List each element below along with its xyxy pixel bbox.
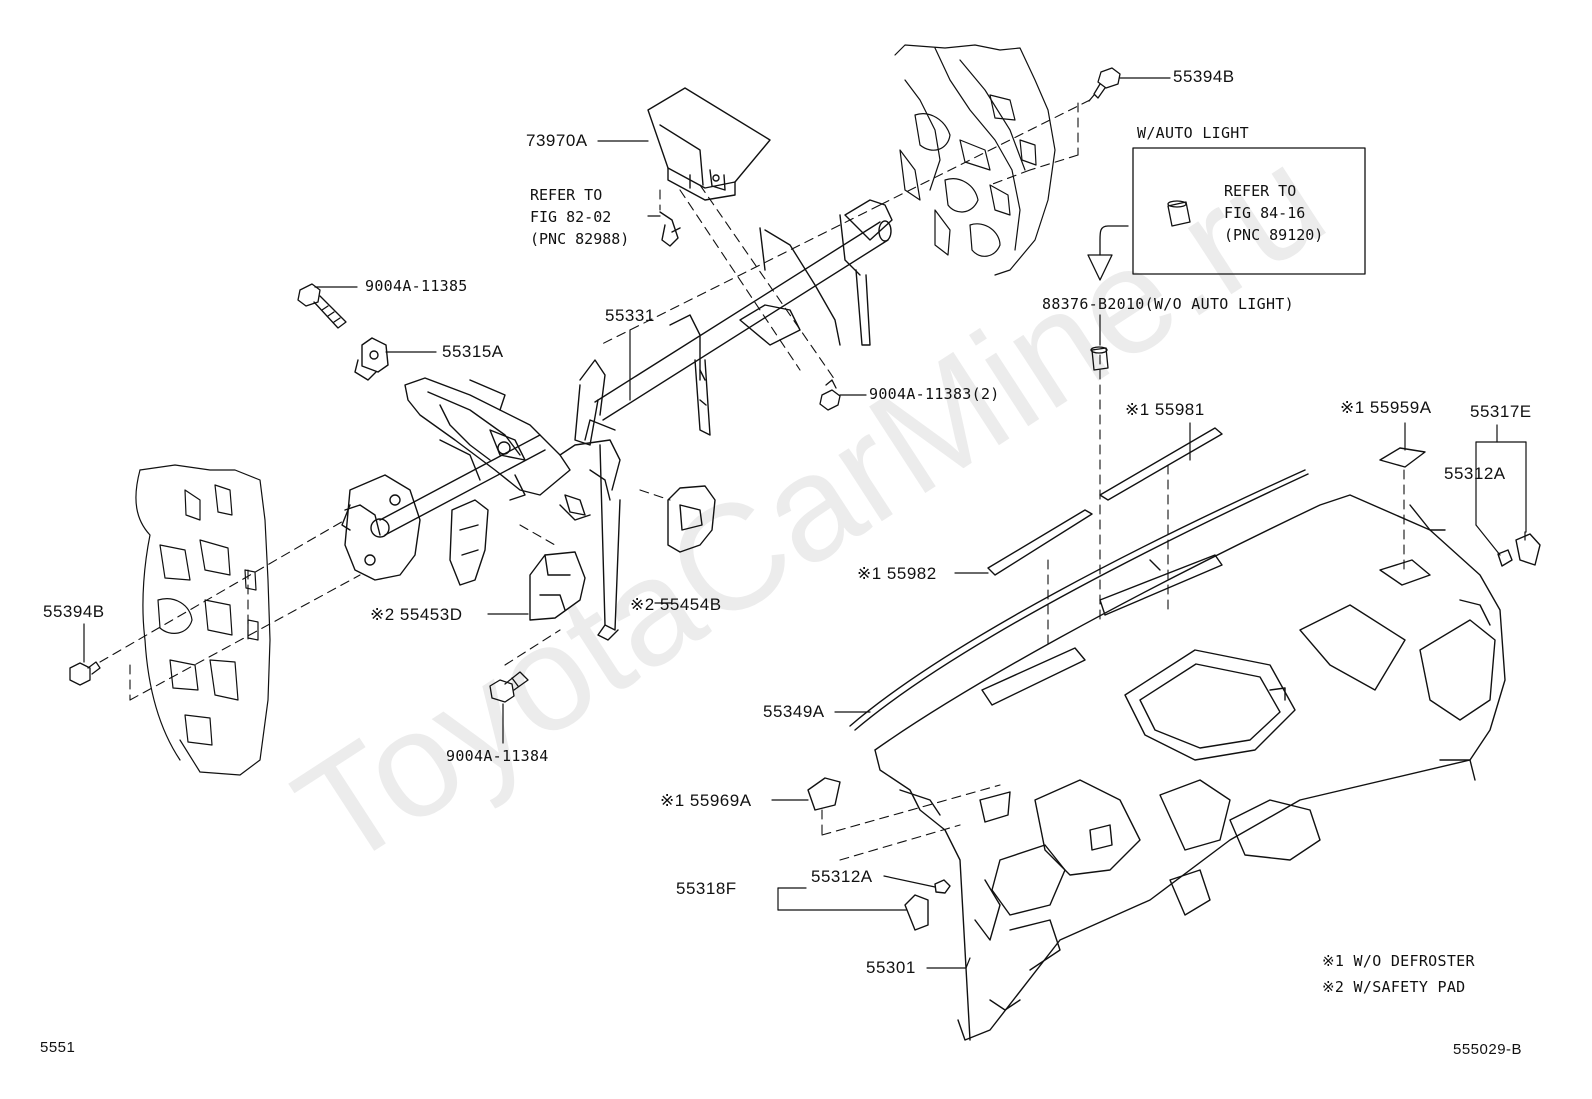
- body-panel-upper: [894, 44, 1056, 276]
- label-9004a-11385: 9004A-11385: [365, 277, 468, 295]
- inset-box-frame: [1132, 147, 1366, 275]
- label-55981: ※1 55981: [1125, 400, 1205, 419]
- inset-title: W/AUTO LIGHT: [1137, 124, 1249, 142]
- bolt-9004a-11385: [297, 283, 347, 329]
- label-55453d: ※2 55453D: [370, 605, 463, 624]
- steering-support-bracket: [404, 377, 621, 641]
- label-55349a: 55349A: [763, 702, 825, 721]
- bolt-55394b-left: [69, 661, 101, 686]
- leader-lines: [83, 77, 1527, 969]
- legend-note-2: ※2 W/SAFETY PAD: [1322, 978, 1466, 996]
- label-55318f: 55318F: [676, 879, 737, 898]
- inset-arrow: [1087, 225, 1129, 281]
- clip-88376-b2010: [1090, 346, 1109, 371]
- label-55317e: 55317E: [1470, 402, 1532, 421]
- defroster-garnishes: [849, 427, 1426, 731]
- instrument-panel-55301: [874, 494, 1506, 1041]
- body-panel-lower: [135, 464, 271, 776]
- label-55454b: ※2 55454B: [630, 595, 722, 614]
- label-55312a-lower: 55312A: [811, 867, 873, 886]
- label-55394b-top: 55394B: [1173, 67, 1235, 86]
- side-covers: [807, 533, 1541, 931]
- knee-brace-55453d: [529, 551, 586, 621]
- label-55969a: ※1 55969A: [660, 791, 752, 810]
- label-55959a: ※1 55959A: [1340, 398, 1432, 417]
- label-88376-b2010: 88376-B2010(W/O AUTO LIGHT): [1042, 295, 1294, 313]
- side-bracket-55315a: [341, 337, 489, 586]
- legend-note-1: ※1 W/O DEFROSTER: [1322, 952, 1475, 970]
- bolt-9004a-11384: [489, 671, 529, 703]
- knee-brace-55454b: [667, 485, 716, 553]
- bolt-55394b-top: [1088, 67, 1121, 102]
- label-55312a-right: 55312A: [1444, 464, 1506, 483]
- label-55301: 55301: [866, 958, 916, 977]
- label-73970a: 73970A: [526, 131, 588, 150]
- label-9004a-11384: 9004A-11384: [446, 747, 549, 765]
- bolt-9004a-11383: [819, 379, 841, 411]
- footer-right-code: 555029-B: [1453, 1041, 1523, 1058]
- label-9004a-11383: 9004A-11383(2): [869, 385, 1000, 403]
- footer-left-code: 5551: [40, 1039, 76, 1056]
- label-55315a: 55315A: [442, 342, 504, 361]
- cross-car-beam-55331: [379, 199, 893, 536]
- refer-note-82-02: REFER TO FIG 82-02 (PNC 82988): [530, 186, 630, 248]
- label-55331: 55331: [605, 306, 655, 325]
- inset-refer-note: REFER TO FIG 84-16 (PNC 89120): [1224, 182, 1324, 244]
- dashed-guides: [99, 99, 1405, 861]
- label-55394b-left: 55394B: [43, 602, 105, 621]
- airbag-module-73970a: [647, 87, 771, 247]
- label-55982: ※1 55982: [857, 564, 937, 583]
